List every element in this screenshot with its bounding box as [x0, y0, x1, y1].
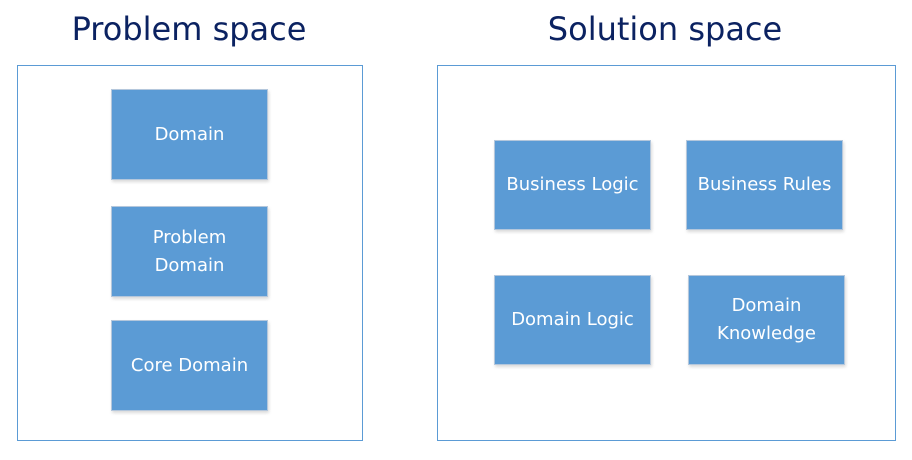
domain-box: Domain: [111, 89, 268, 180]
problem-space-panel: [17, 65, 363, 441]
business-logic-box: Business Logic: [494, 140, 651, 230]
domain-logic-box: Domain Logic: [494, 275, 651, 365]
problem-domain-box: Problem Domain: [111, 206, 268, 297]
solution-space-panel: [437, 65, 896, 441]
core-domain-box: Core Domain: [111, 320, 268, 411]
business-rules-box: Business Rules: [686, 140, 843, 230]
domain-knowledge-box: Domain Knowledge: [688, 275, 845, 365]
solution-space-title: Solution space: [547, 10, 783, 48]
problem-space-title: Problem space: [71, 10, 307, 48]
